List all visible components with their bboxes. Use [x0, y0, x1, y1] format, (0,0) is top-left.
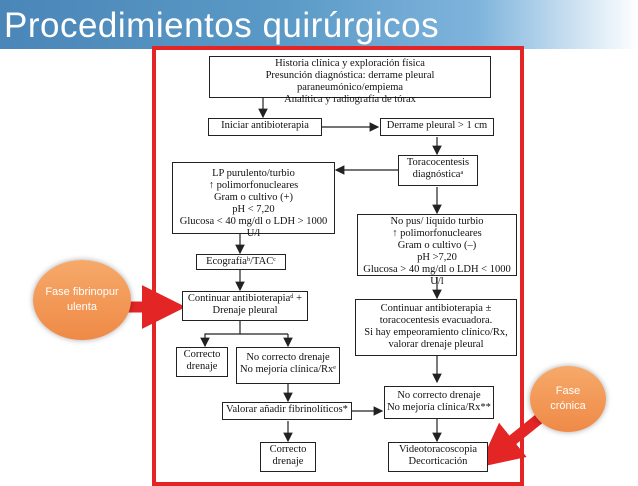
node-videothoracoscopy: Videotoracoscopia Decorticación [388, 442, 488, 472]
callout-chronic: Fase crónica [530, 366, 606, 432]
node-history: Historia clínica y exploración física Pr… [209, 56, 491, 105]
node-drainage: Continuar antibioterapiaᵈ + Drenaje pleu… [182, 291, 308, 321]
node-imaging: Ecografíaᵇ/TACᶜ [196, 254, 286, 270]
callout-chronic-label: Fase crónica [550, 385, 586, 412]
node-incorrect-drainage-1: No correcto drenaje No mejoría clínica/R… [236, 347, 340, 384]
slide-title: Procedimientos quirúrgicos [4, 6, 440, 45]
node-start-antibiotics: Iniciar antibioterapia [208, 118, 322, 136]
node-fibrinolytics: Valorar añadir fibrinolíticos* [222, 402, 352, 420]
node-non-purulent-fluid: No pus/ líquido turbio ↑ polimorfonuclea… [357, 214, 517, 287]
node-incorrect-drainage-2: No correcto drenaje No mejoría clínica/R… [384, 386, 494, 419]
title-band [0, 0, 638, 49]
node-correct-drainage-1: Correcto drenaje [176, 347, 228, 377]
edge-n8-split [200, 321, 241, 348]
node-effusion-size: Derrame pleural > 1 cm [380, 118, 494, 136]
callout-right-arrow [478, 413, 544, 468]
node-correct-drainage-2: Correcto drenaje [260, 442, 316, 472]
node-purulent-fluid: LP purulento/turbio ↑ polimorfonucleares… [172, 162, 335, 239]
node-thoracentesis: Toracocentesis diagnósticaᵃ [398, 155, 478, 186]
callout-fibrinopurulent-label: Fase fibrinopurulenta [45, 286, 119, 313]
node-continue-antibiotics: Continuar antibioterapia ± toracocentesi… [355, 299, 517, 356]
callout-fibrinopurulent: Fase fibrinopurulenta [33, 260, 131, 340]
